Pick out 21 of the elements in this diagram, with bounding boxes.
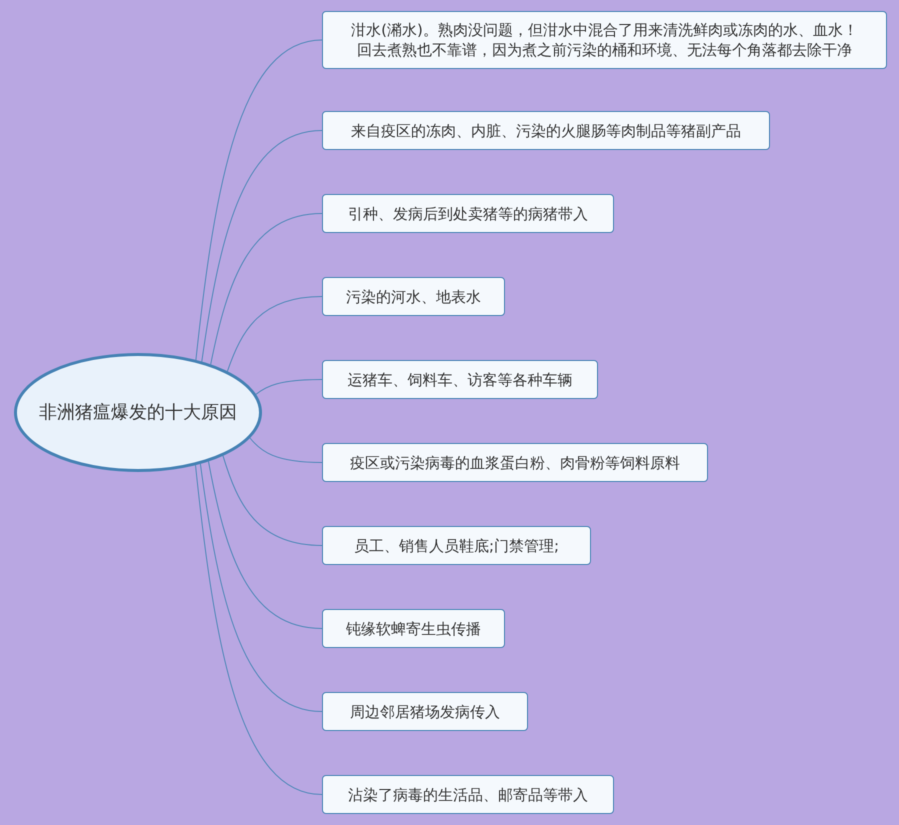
connector-line: [195, 464, 322, 795]
cause-box: 沾染了病毒的生活品、邮寄品等带入: [322, 775, 614, 814]
connector-line: [210, 213, 322, 365]
connector-line: [201, 130, 322, 362]
cause-box: 周边邻居猪场发病传入: [322, 692, 528, 731]
connector-line: [222, 455, 322, 546]
connector-line: [195, 40, 322, 360]
topic-ellipse: 非洲猪瘟爆发的十大原因: [14, 353, 262, 472]
cause-box: 泔水(潲水)。熟肉没问题，但泔水中混合了用来清洗鲜肉或冻肉的水、血水！回去煮熟也不靠谱，因为煮之前污染的桶和环境、无法每个角落都去除干净: [322, 11, 887, 69]
connector-line: [256, 379, 322, 395]
cause-box: 引种、发病后到处卖猪等的病猪带入: [322, 194, 614, 233]
cause-box: 钝缘软蜱寄生虫传播: [322, 609, 505, 648]
connector-line: [226, 296, 322, 372]
cause-box: 来自疫区的冻肉、内脏、污染的火腿肠等肉制品等猪副产品: [322, 111, 770, 150]
cause-box: 污染的河水、地表水: [322, 277, 505, 316]
connector-line: [250, 438, 322, 463]
cause-box: 员工、销售人员鞋底;门禁管理;: [322, 526, 591, 565]
connector-line: [208, 461, 322, 629]
connector-line: [200, 463, 322, 712]
cause-box: 疫区或污染病毒的血浆蛋白粉、肉骨粉等饲料原料: [322, 443, 708, 482]
cause-box: 运猪车、饲料车、访客等各种车辆: [322, 360, 598, 399]
